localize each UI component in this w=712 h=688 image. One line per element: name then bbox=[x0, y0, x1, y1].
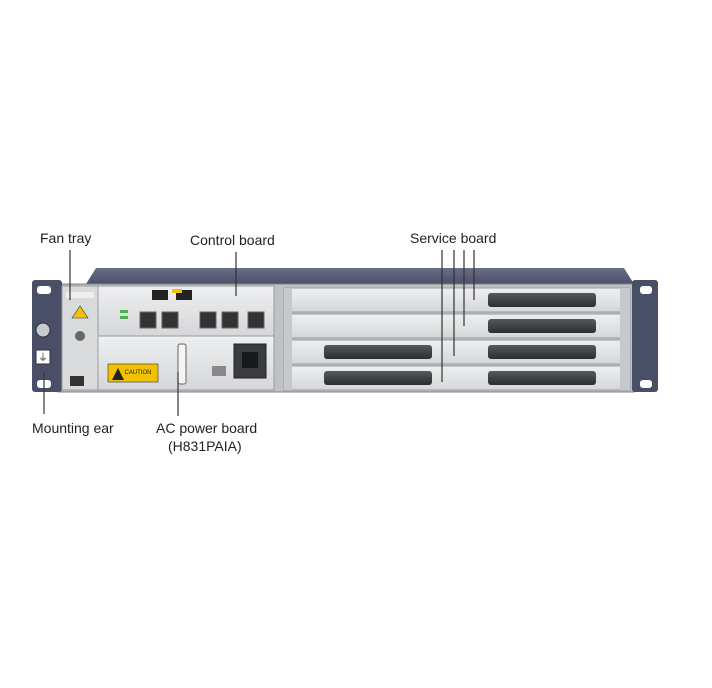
control-board-module bbox=[97, 285, 275, 337]
svg-text:⏚: ⏚ bbox=[38, 352, 48, 364]
fan-tray-module bbox=[61, 285, 99, 391]
fan-tray-label: Fan tray bbox=[40, 230, 92, 246]
control-board-label: Control board bbox=[190, 232, 275, 248]
ac-power-board-model-label: (H831PAIA) bbox=[168, 438, 242, 454]
left-mounting-ear: ⏚ bbox=[32, 280, 62, 392]
chassis-top bbox=[86, 268, 634, 284]
service-board-slots bbox=[283, 287, 631, 391]
caution-sticker-text: CAUTION bbox=[125, 370, 152, 376]
ac-power-board-label: AC power board bbox=[156, 420, 258, 436]
right-mounting-ear bbox=[632, 280, 658, 392]
service-board-label: Service board bbox=[410, 230, 497, 246]
mounting-ear-label: Mounting ear bbox=[32, 420, 114, 436]
callout-leader-lines bbox=[43, 250, 475, 416]
ac-power-board-module: CAUTION bbox=[97, 335, 275, 391]
